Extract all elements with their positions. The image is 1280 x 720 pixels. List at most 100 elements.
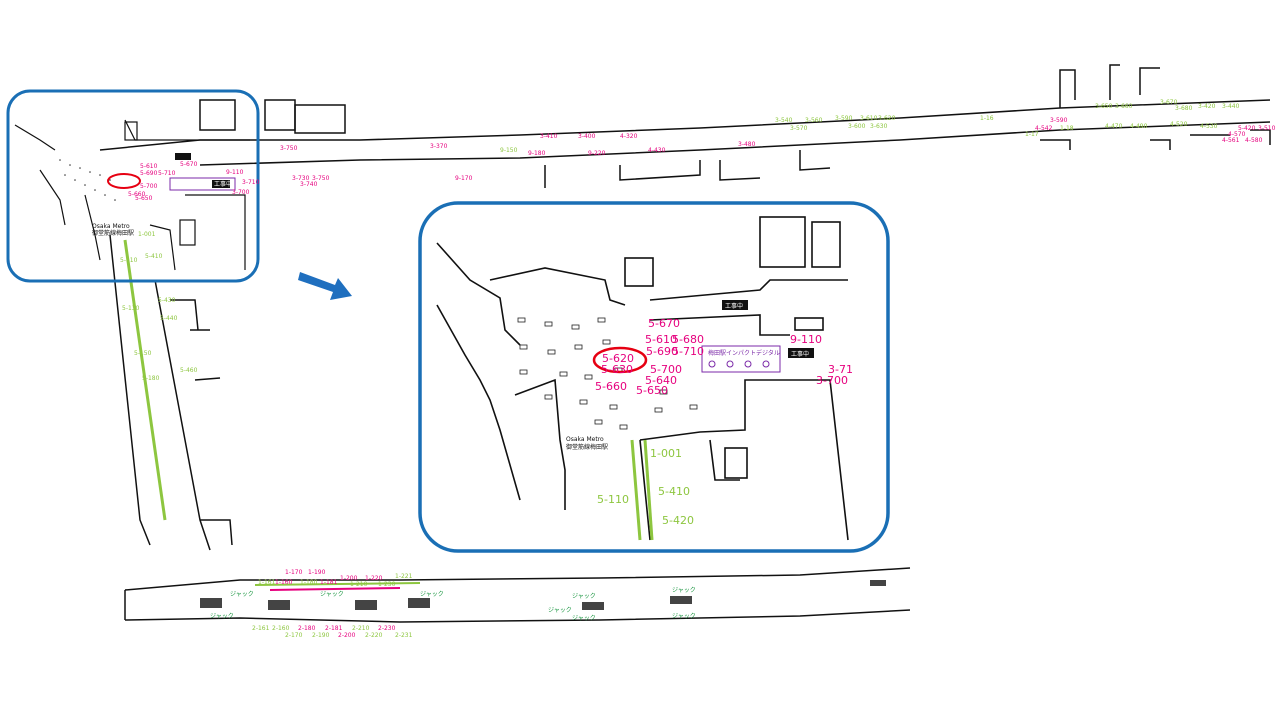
callout-columns (517, 317, 698, 430)
map-label: 3-71 (828, 363, 853, 376)
map-label: 4-490 (1130, 123, 1148, 130)
jack-label: ジャック (420, 591, 444, 598)
map-label: 2-160 (272, 625, 290, 632)
map-label: 1-181 (320, 579, 338, 586)
map-label: 4-542 (1035, 125, 1053, 132)
map-label: 1-16 (980, 115, 994, 122)
map-label: 1-17 (1025, 131, 1039, 138)
map-label: 5-660 (128, 191, 146, 198)
map-label: 2-170 (285, 632, 303, 639)
diagonal-passage (109, 234, 233, 551)
callout-labels: 5-670 5-610 5-680 5-690 5-710 5-620 5-63… (566, 317, 853, 527)
map-label: 1-170 (285, 569, 303, 576)
map-label: 1-210 (350, 581, 368, 588)
map-label: 3-610 (860, 115, 878, 122)
jack-label: ジャック (320, 591, 344, 598)
map-label: 4-561 (1222, 137, 1240, 144)
source-digital-strip (169, 177, 236, 191)
callout-highlight (592, 346, 648, 374)
map-label: 5-110 (597, 493, 629, 506)
map-label: 5-150 (134, 350, 152, 357)
source-frame (6, 89, 260, 283)
station-name-jp: 御堂筋線梅田駅 (566, 443, 608, 451)
digital-strip-label: 梅田駅インパクトデジタル (708, 349, 780, 357)
jack-label: ジャック (572, 593, 596, 600)
jack-label: ジャック (230, 591, 254, 598)
arrow-icon (298, 272, 352, 300)
map-label: 2-220 (365, 632, 383, 639)
map-label: 5-640 (645, 374, 677, 387)
map-label: 3-680 (1175, 105, 1193, 112)
map-label: 5-710 (672, 345, 704, 358)
map-label: 3-740 (300, 181, 318, 188)
construction-marker (175, 153, 191, 160)
map-label: 5-680 (672, 333, 704, 346)
map-label: 5-670 (180, 161, 198, 168)
callout-green-bars (630, 439, 654, 541)
map-label: 5-430 (158, 297, 176, 304)
map-label: 5-610 (645, 333, 677, 346)
map-label: 5-690 (140, 170, 158, 177)
map-label: 3-670 (1160, 99, 1178, 106)
callout-digital-strip (701, 345, 781, 373)
station-name: Osaka Metro (92, 223, 130, 230)
map-label: 1-230 (378, 581, 396, 588)
map-label: 5-460 (180, 367, 198, 374)
map-label: 3-660 (1115, 103, 1133, 110)
platform-magenta-top (269, 587, 401, 591)
map-label: 3-370 (430, 143, 448, 150)
map-label: 3-560 (805, 117, 823, 124)
construction-marker (788, 348, 814, 358)
map-label: 9-150 (500, 147, 518, 154)
map-label: 3-700 (816, 374, 848, 387)
source-area-walls (14, 119, 250, 271)
map-label: 5-670 (648, 317, 680, 330)
station-name: Osaka Metro (566, 436, 604, 443)
map-label: 3-570 (790, 125, 808, 132)
map-label: 1-221 (395, 573, 413, 580)
callout-walls (436, 216, 849, 541)
upper-labels: 3-750 3-370 3-410 3-400 4-320 9-170 9-18… (280, 99, 1276, 188)
map-label: 3-650 (1095, 103, 1113, 110)
map-label: 5-620 (602, 352, 634, 365)
jack-label: ジャック (572, 615, 596, 622)
map-label: 2-190 (312, 632, 330, 639)
platform-labels: 1-170 1-190 1-200 1-220 1-221 1-161 1-16… (210, 569, 696, 639)
map-label: 5-630 (601, 363, 633, 376)
source-highlight (107, 173, 141, 189)
map-label: 2-230 (378, 625, 396, 632)
map-label: 3-700 (232, 189, 250, 196)
map-label: 5-420 (662, 514, 694, 527)
callout-frame (418, 201, 890, 553)
map-label: 2-210 (352, 625, 370, 632)
source-dots (59, 159, 116, 201)
construction-label: 工事中 (214, 180, 232, 188)
jack-label: ジャック (210, 613, 234, 620)
map-label: 5-610 (140, 163, 158, 170)
map-label: 3-590 (1050, 117, 1068, 124)
diagonal-labels: 5-110 5-410 5-130 5-430 5-440 5-150 5-46… (120, 253, 198, 382)
map-label: 3-590 (835, 115, 853, 122)
map-label: 3-510 (1258, 125, 1276, 132)
platform-stairs (200, 580, 886, 610)
construction-label: 工事中 (791, 350, 809, 358)
map-label: 1-220 (365, 575, 383, 582)
map-label: 3-710 (242, 179, 260, 186)
map-label: 5-650 (636, 384, 668, 397)
map-label: 3-730 (292, 175, 310, 182)
map-label: 3-400 (578, 133, 596, 140)
map-label: 5-110 (120, 257, 138, 264)
map-label: 9-180 (528, 150, 546, 157)
map-label: 5-650 (135, 195, 153, 202)
map-label: 4-320 (620, 133, 638, 140)
construction-marker (722, 300, 748, 310)
map-label: 5-130 (122, 305, 140, 312)
diagonal-green-bars (123, 239, 167, 521)
map-label: 3-420 (1198, 103, 1216, 110)
map-label: 3-600 (848, 123, 866, 130)
map-label: 5-710 (158, 170, 176, 177)
map-label: 4-430 (648, 147, 666, 154)
map-label: 4-570 (1228, 131, 1246, 138)
platform-green-top (254, 582, 421, 586)
